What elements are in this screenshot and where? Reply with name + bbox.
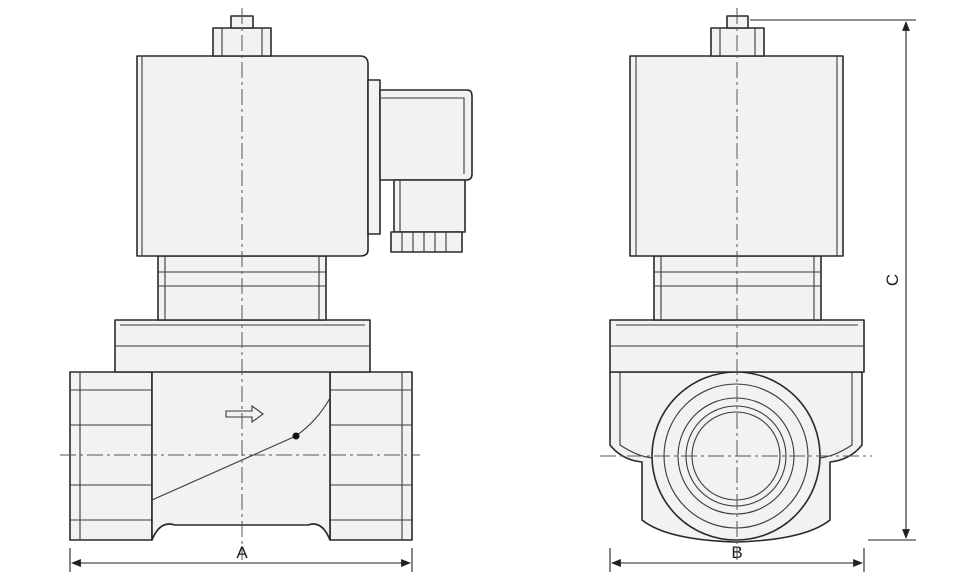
flow-arrow-icon [225, 404, 264, 424]
front-coil [136, 55, 369, 257]
dimension-b: B [609, 543, 865, 572]
front-connector [367, 79, 473, 253]
side-view: B C [600, 8, 916, 572]
diaphragm-pivot-dot [292, 432, 300, 440]
side-body [609, 371, 863, 543]
front-left-port [69, 371, 158, 541]
front-view: A [60, 8, 473, 572]
dimension-a: A [69, 543, 413, 572]
front-right-port [324, 371, 413, 541]
front-body [151, 359, 331, 541]
dimension-c: C [750, 19, 916, 541]
dimension-c-label: C [883, 274, 902, 286]
dimension-a-label: A [236, 543, 248, 562]
dimension-b-label: B [731, 543, 742, 562]
